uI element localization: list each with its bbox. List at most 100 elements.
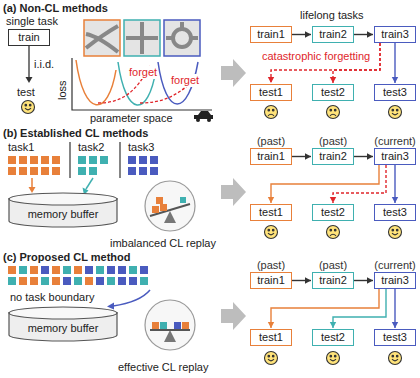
task-box: (past)train1 (250, 148, 292, 165)
big-arrow (221, 59, 246, 330)
arrow-head (367, 277, 373, 283)
text-label: catastrophic forgetting (262, 50, 370, 63)
task-box: (current)train3 (374, 272, 416, 289)
task-box: train (8, 29, 50, 46)
panel-title: (c) Proposed CL method (3, 251, 131, 264)
box-label: test3 (383, 331, 407, 343)
task-box: train3 (374, 26, 416, 43)
face-icons (22, 101, 402, 365)
box-label: train2 (319, 150, 347, 162)
box-label: train3 (381, 28, 409, 40)
task-box: test1 (250, 204, 292, 221)
buffer-arrow (107, 290, 150, 310)
text-label: task2 (78, 141, 104, 154)
connector (330, 289, 386, 328)
task-separators (70, 142, 120, 178)
box-label: test3 (383, 206, 407, 218)
iid-arrow (26, 46, 33, 83)
connector (292, 31, 311, 37)
arrow-head (305, 153, 311, 159)
text-label: forget (170, 74, 200, 87)
task-box: test2 (312, 329, 354, 346)
connector (330, 165, 386, 203)
task-box: (past)train1 (250, 272, 292, 289)
task-box: test2 (312, 84, 354, 101)
task-box: test1 (250, 329, 292, 346)
box-label: train (18, 31, 39, 43)
box-label: train3 (381, 274, 409, 286)
task-images (84, 20, 200, 56)
box-heading: (current) (374, 259, 416, 271)
box-label: train1 (257, 150, 285, 162)
arrow-head (268, 77, 274, 83)
data-squares (8, 156, 158, 175)
box-label: train1 (257, 28, 285, 40)
box-label: memory buffer (28, 208, 99, 220)
task-box: train1 (250, 26, 292, 43)
arrow-head (392, 322, 398, 328)
connector (268, 165, 379, 203)
connector (268, 43, 380, 83)
box-label: train2 (319, 274, 347, 286)
arrow-head (268, 197, 274, 203)
box-label: test2 (321, 86, 345, 98)
box-label: train3 (381, 150, 409, 162)
text-label: no task boundary (10, 291, 94, 304)
box-label: test1 (259, 206, 283, 218)
text-label: forget (128, 66, 158, 79)
task-box: (past)train2 (312, 148, 354, 165)
arrow-head (367, 31, 373, 37)
arrow-head (367, 153, 373, 159)
arrow-head (330, 77, 336, 83)
box-heading: (past) (257, 135, 285, 147)
loss-plot (72, 58, 212, 110)
car-icon (194, 111, 213, 122)
connector (392, 43, 398, 83)
connector (354, 31, 373, 37)
arrow-head (268, 322, 274, 328)
box-label: train2 (319, 28, 347, 40)
task-box: test3 (374, 204, 416, 221)
text-label: parameter space (90, 112, 173, 125)
arrow-head (330, 322, 336, 328)
data-squares-mixed (8, 266, 148, 285)
text-label: test (17, 86, 35, 99)
task-box: test3 (374, 84, 416, 101)
box-label: test3 (383, 86, 407, 98)
task-box: (current)train3 (374, 148, 416, 165)
task-box: test3 (374, 329, 416, 346)
text-label: task1 (8, 141, 34, 154)
text-label: effective CL replay (118, 361, 209, 374)
panel-title: (a) Non-CL methods (3, 2, 108, 15)
connector (354, 277, 373, 283)
connector (392, 165, 398, 203)
text-label: single task (6, 15, 58, 28)
task-box: test2 (312, 204, 354, 221)
task-box: train2 (312, 26, 354, 43)
text-label: imbalanced CL replay (110, 237, 216, 250)
box-heading: (past) (319, 135, 347, 147)
arrow-head (305, 31, 311, 37)
box-label: train1 (257, 274, 285, 286)
box-label: memory buffer (28, 322, 99, 334)
text-label: i.i.d. (34, 58, 54, 71)
connector (292, 153, 311, 159)
box-heading: (current) (374, 135, 416, 147)
memory-buffer: memory buffer (8, 306, 118, 342)
text-label: task3 (128, 141, 154, 154)
arrow-head (392, 77, 398, 83)
arrow-head (330, 197, 336, 203)
connector (268, 289, 379, 328)
box-label: test2 (321, 206, 345, 218)
arrow-head (392, 197, 398, 203)
connector (392, 289, 398, 328)
box-label: test1 (259, 86, 283, 98)
text-label: loss (56, 80, 69, 100)
balance-imbalanced (145, 181, 195, 231)
connector (292, 277, 311, 283)
task-box: test1 (250, 84, 292, 101)
panel-title: (b) Established CL methods (3, 127, 148, 140)
arrow-head (305, 277, 311, 283)
box-label: test2 (321, 331, 345, 343)
